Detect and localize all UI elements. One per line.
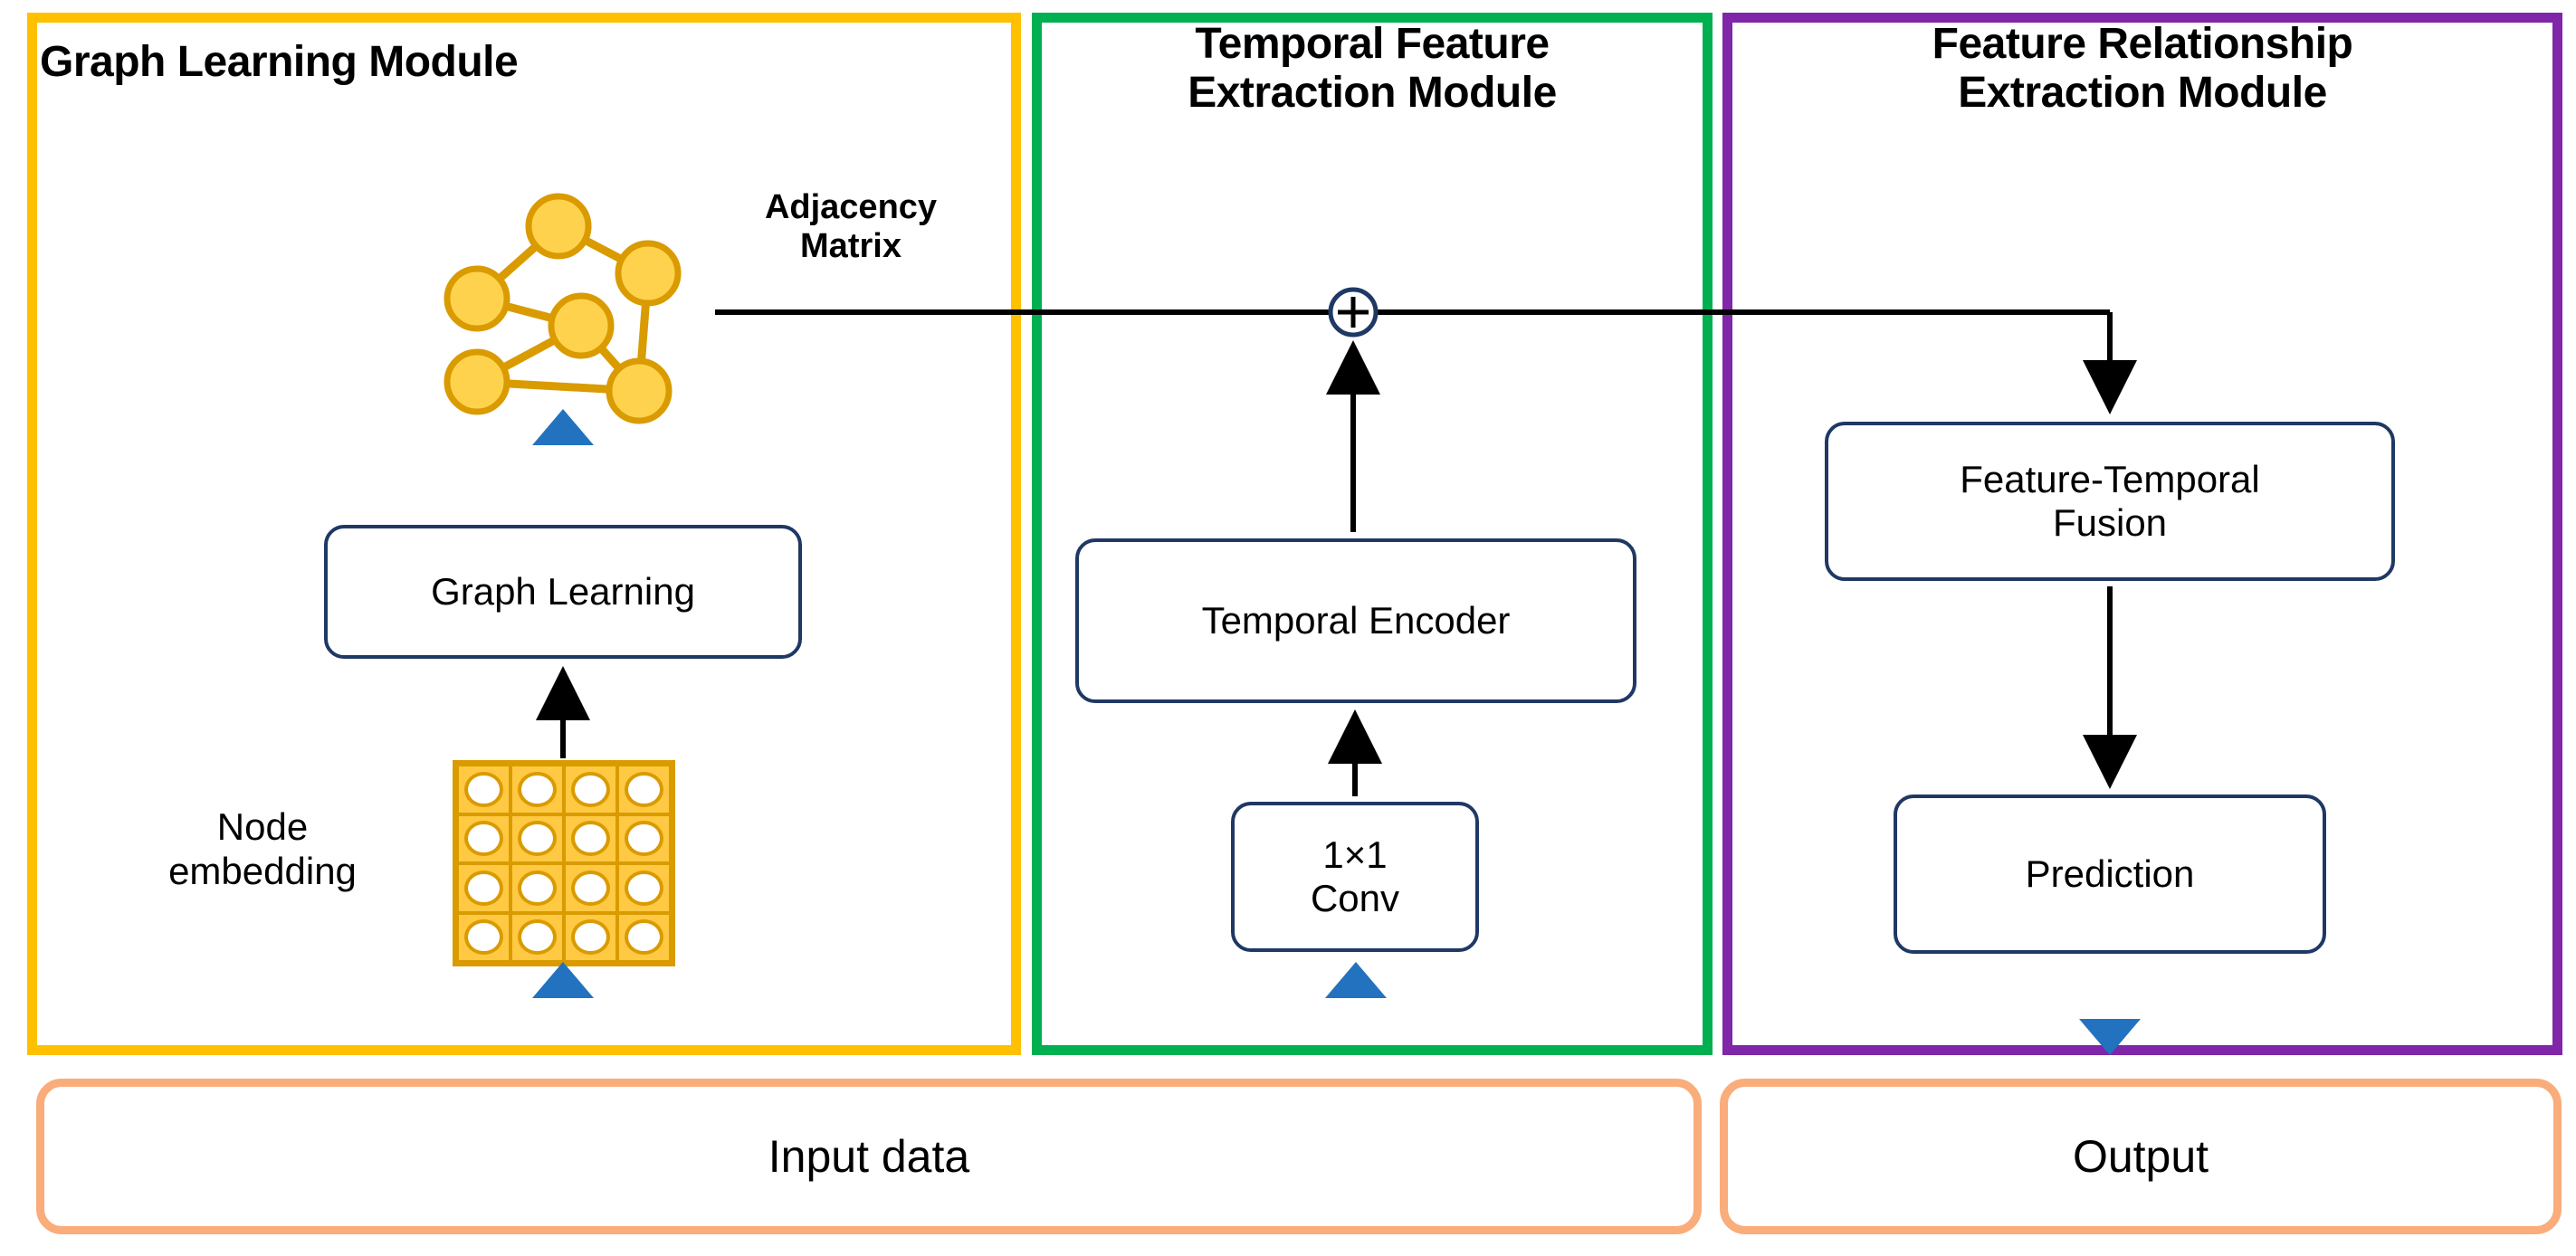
grid-circle-icon	[464, 771, 503, 807]
grid-circle-icon	[518, 919, 557, 956]
grid-cell	[457, 765, 510, 814]
grid-cell	[617, 863, 671, 913]
grid-circle-icon	[571, 870, 610, 906]
grid-cell	[564, 765, 617, 814]
grid-circle-icon	[625, 771, 663, 807]
module-title-graph-learning: Graph Learning Module	[40, 38, 519, 86]
grid-circle-icon	[464, 870, 503, 906]
grid-circle-icon	[571, 919, 610, 956]
module-title-temporal-feature-extraction: Temporal Feature Extraction Module	[1188, 20, 1557, 117]
module-title-feature-relationship-extraction: Feature Relationship Extraction Module	[1932, 20, 2353, 117]
grid-circle-icon	[625, 870, 663, 906]
grid-circle-icon	[518, 771, 557, 807]
grid-cell	[457, 863, 510, 913]
grid-cell	[564, 912, 617, 962]
label-node-embedding: Node embedding	[168, 805, 357, 892]
box-prediction[interactable]: Prediction	[1894, 795, 2326, 954]
grid-circle-icon	[625, 821, 663, 857]
grid-circle-icon	[518, 821, 557, 857]
node-embedding-grid	[453, 760, 675, 966]
grid-cell	[564, 814, 617, 863]
grid-cell	[510, 814, 564, 863]
bar-output: Output	[1720, 1079, 2562, 1234]
grid-cell	[617, 765, 671, 814]
label-adjacency-matrix: Adjacency Matrix	[764, 188, 938, 265]
grid-cell	[617, 814, 671, 863]
box-temporal-encoder[interactable]: Temporal Encoder	[1075, 538, 1636, 703]
grid-cell	[564, 863, 617, 913]
grid-cell	[510, 912, 564, 962]
box-1x1-conv[interactable]: 1×1 Conv	[1231, 802, 1479, 952]
box-feature-temporal-fusion[interactable]: Feature-Temporal Fusion	[1825, 422, 2395, 581]
grid-cell	[617, 912, 671, 962]
box-graph-learning[interactable]: Graph Learning	[324, 525, 802, 659]
grid-cell	[510, 863, 564, 913]
grid-circle-icon	[464, 919, 503, 956]
grid-circle-icon	[571, 771, 610, 807]
grid-circle-icon	[518, 870, 557, 906]
grid-circle-icon	[464, 821, 503, 857]
grid-cell	[510, 765, 564, 814]
grid-circle-icon	[571, 821, 610, 857]
grid-circle-icon	[625, 919, 663, 956]
grid-cell	[457, 912, 510, 962]
grid-cell	[457, 814, 510, 863]
bar-input-data: Input data	[36, 1079, 1702, 1234]
